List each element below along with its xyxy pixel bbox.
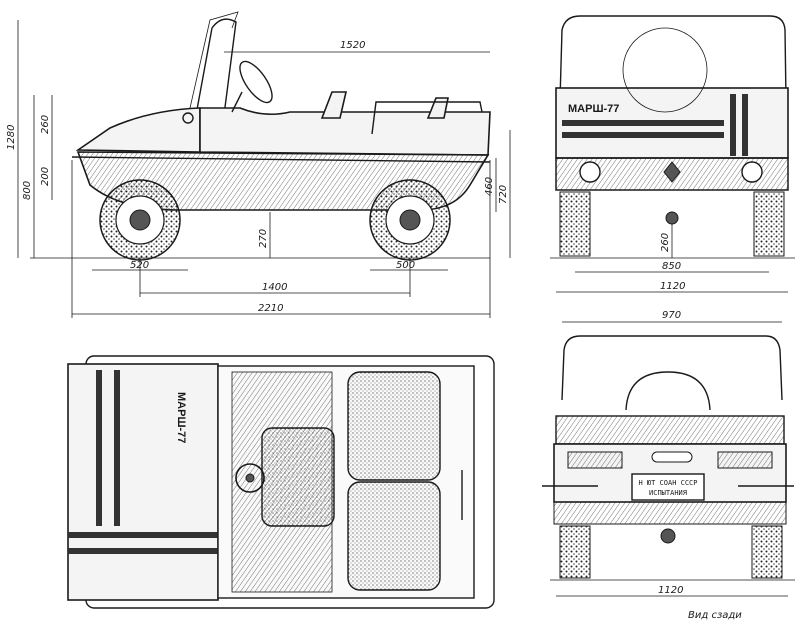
rear-seat-right [347, 481, 441, 591]
dim-front-width: 1120 [660, 281, 685, 292]
rear-lower-panel [553, 501, 787, 525]
front-dimensions: 260 850 1120 [556, 224, 788, 293]
rear-upper-panel [555, 415, 785, 445]
front-emblem [663, 161, 681, 183]
front-wheel [99, 179, 181, 261]
dim-side-460: 460 [484, 177, 495, 196]
side-view: 1520 1280 800 260 200 460 720 270 520 50… [6, 11, 511, 318]
plate-line2: ИСПЫТАНИЯ [649, 489, 687, 497]
rear-wheel [369, 179, 451, 261]
upper-body [199, 107, 491, 156]
license-plate [631, 473, 705, 501]
dim-height-body: 800 [22, 181, 33, 200]
right-headlight [741, 161, 763, 183]
driver-seat [261, 427, 335, 527]
front-left-tyre [559, 191, 591, 257]
dim-rear-width: 1120 [658, 585, 683, 596]
dim-overall-length: 2210 [258, 303, 283, 314]
top-steering-wheel [235, 463, 265, 493]
rear-seat [426, 97, 449, 119]
windshield-frame [195, 18, 237, 116]
rear-frame [561, 335, 783, 401]
rail [371, 101, 483, 135]
rear-steering-wheel [625, 371, 711, 411]
dim-track: 850 [662, 261, 681, 272]
front-view: МАРШ-77 260 850 1120 [550, 15, 795, 293]
dim-ground-clearance: 260 [660, 233, 671, 252]
dim-wheelbase: 1400 [262, 282, 287, 293]
dim-hood-height: 260 [40, 115, 51, 134]
rear-view: Н ЮТ СОАН СССР ИСПЫТАНИЯ 970 1120 Вид сз… [542, 310, 795, 621]
rear-view-caption: Вид сзади [688, 610, 742, 621]
side-dimensions: 1520 1280 800 260 200 460 720 270 520 50… [6, 20, 511, 318]
rear-light-left [567, 451, 623, 469]
top-hood-label: МАРШ-77 [175, 392, 187, 443]
plate-line1: Н ЮТ СОАН СССР [638, 479, 697, 487]
dim-top-length: 1520 [340, 40, 365, 51]
left-headlight [579, 161, 601, 183]
front-right-tyre [753, 191, 785, 257]
top-hood [67, 363, 219, 601]
rear-left-tyre [559, 525, 591, 579]
rear-seat-left [347, 371, 441, 481]
dim-rear-overhang: 500 [396, 260, 415, 271]
rear-dimensions: 970 1120 [556, 310, 788, 597]
hood-body [75, 107, 201, 153]
steering-wheel [239, 60, 273, 104]
dim-rear-top-width: 970 [662, 310, 681, 321]
front-seat [320, 91, 348, 119]
front-hood-label: МАРШ-77 [568, 103, 619, 115]
top-view: МАРШ-77 [67, 355, 495, 609]
front-frame [559, 15, 787, 101]
dim-side-720: 720 [498, 185, 509, 204]
dim-height-total: 1280 [6, 125, 17, 150]
dim-clearance: 270 [258, 229, 269, 248]
rear-right-tyre [751, 525, 783, 579]
rear-handle [651, 451, 693, 463]
dim-bumper-height: 200 [40, 167, 51, 186]
rear-light-right [717, 451, 773, 469]
dim-front-overhang: 520 [130, 260, 149, 271]
